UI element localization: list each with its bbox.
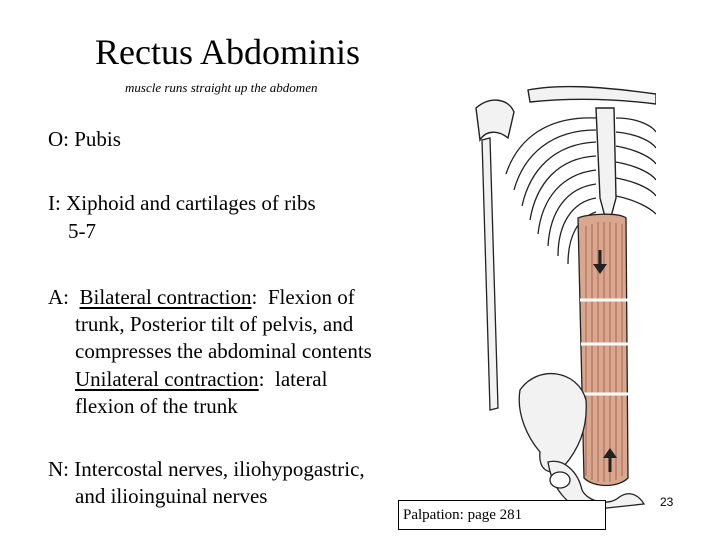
action-line-3: compresses the abdominal contents [75,339,372,363]
up-arrow-icon [603,448,617,472]
nerve-text-line1: N: Intercostal nerves, iliohypogastric, [48,457,365,481]
action-prefix: A: [48,285,80,309]
action-line-4: Unilateral contraction: lateral [75,366,327,392]
slide-subtitle: muscle runs straight up the abdomen [125,80,318,95]
palpation-reference-box: Palpation: page 281 [398,500,606,530]
rectus-abdominis-illustration [475,85,656,510]
unilateral-contraction-label: Unilateral contraction [75,367,259,391]
rectus-abdominis-muscle [577,213,629,487]
page-number: 23 [660,495,674,509]
slide-title: Rectus Abdominis [95,32,361,72]
action-line-1: A: Bilateral contraction: Flexion of [48,284,355,310]
nerve-text-line2: and ilioinguinal nerves [75,484,268,508]
action-line-5: flexion of the trunk [75,394,238,418]
bilateral-contraction-text: : Flexion of [251,285,355,309]
action-line-2: trunk, Posterior tilt of pelvis, and [75,312,354,336]
insertion-text-line1: I: Xiphoid and cartilages of ribs [48,191,316,215]
origin-text: O: Pubis [48,127,121,151]
down-arrow-icon [593,250,607,274]
insertion-text-line2: 5-7 [68,219,96,243]
bilateral-contraction-label: Bilateral contraction [79,285,252,309]
unilateral-contraction-text: : lateral [258,367,328,391]
pelvis [518,372,646,510]
rib-cage [505,117,656,265]
